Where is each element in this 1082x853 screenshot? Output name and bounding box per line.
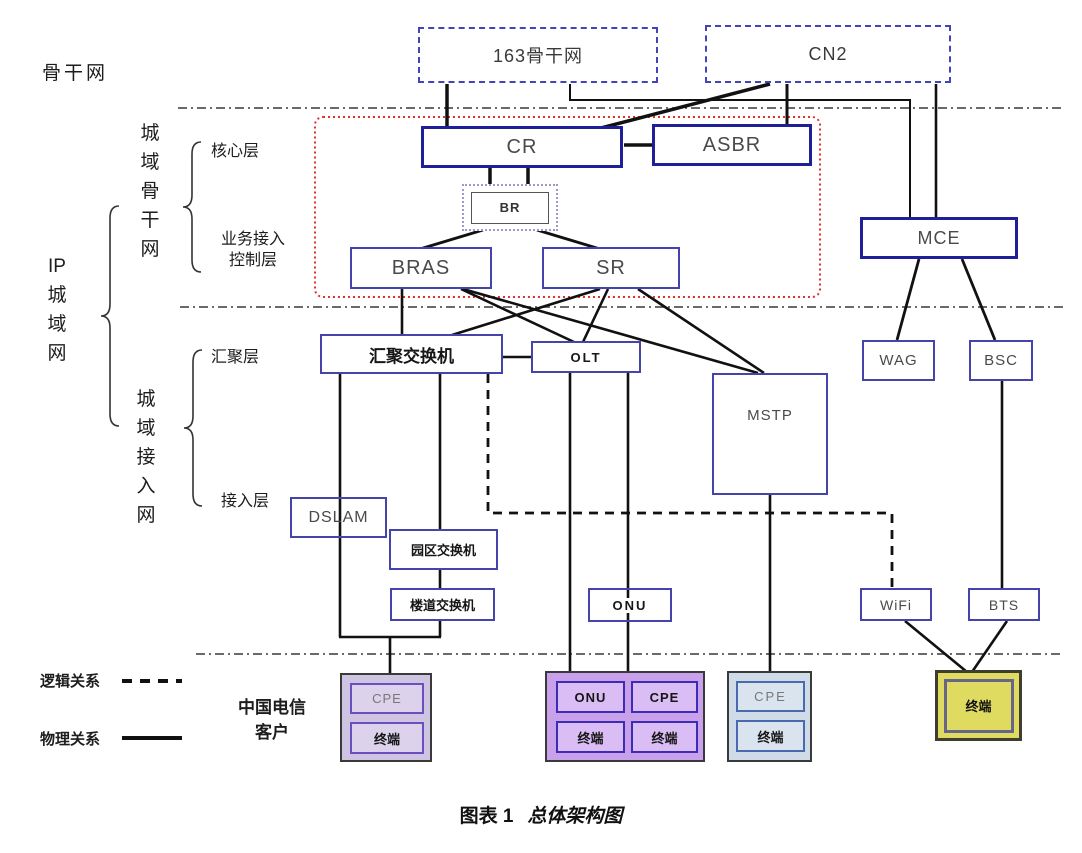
legend-line-samples (122, 679, 182, 740)
figure-caption: 图表 1 总体架构图 (0, 801, 1082, 828)
link-bras-mstp (462, 287, 759, 375)
node-olt: OLT (531, 341, 641, 373)
link-wifi-terminal (904, 619, 968, 674)
node-mce: MCE (860, 217, 1018, 259)
node-cr: CR (421, 126, 623, 168)
node-wifi: WiFi (860, 588, 932, 621)
node-cn2: CN2 (705, 25, 951, 83)
node-sr: SR (542, 247, 680, 289)
node-wag: WAG (862, 340, 935, 381)
link-bts-terminal (970, 620, 1009, 673)
group3-terminal-box: 终端 (736, 720, 805, 752)
label-aggregation-layer: 汇聚层 (211, 349, 260, 366)
brace-metro-backbone-layers (182, 141, 202, 273)
label-metro-access-net: 城 域 接 入 网 (136, 389, 156, 526)
node-asbr: ASBR (652, 124, 812, 166)
group1-terminal-box: 终端 (350, 722, 424, 754)
link-br-bras (419, 228, 484, 251)
brace-ip-man (100, 205, 120, 427)
node-dslam: DSLAM (290, 497, 387, 538)
node-onu-label: ONU (609, 597, 651, 613)
link-sr-olt (581, 288, 610, 343)
group2-terminal1-box: 终端 (556, 721, 625, 753)
figure-caption-title: 总体架构图 (527, 806, 623, 827)
legend-logical-label: 逻辑关系 (40, 673, 101, 690)
node-mstp: MSTP (712, 373, 828, 495)
node-cr-label: CR (506, 135, 538, 158)
group3-cpe-label: CPE (754, 689, 787, 704)
node-olt-label: OLT (570, 349, 602, 365)
customer-group-pon: ONU CPE 终端 终端 (545, 671, 705, 762)
node-mstp-label: MSTP (747, 407, 793, 424)
grouping-braces (100, 141, 203, 507)
label-ip-man: IP 城 域 网 (47, 256, 67, 364)
group1-terminal-label: 终端 (373, 731, 400, 747)
node-bras: BRAS (350, 247, 492, 289)
node-campus-switch-label: 园区交换机 (410, 543, 476, 558)
node-wireless-terminal-inner: 终端 (943, 678, 1014, 733)
link-agg-wifi-logical (486, 374, 894, 589)
node-bsc-label: BSC (984, 352, 1018, 369)
node-agg-switch: 汇聚交换机 (320, 334, 503, 374)
customer-group-mstp: CPE 终端 (727, 671, 812, 762)
group1-cpe-label: CPE (372, 691, 402, 706)
group2-cpe-box: CPE (631, 681, 698, 713)
customer-group-dslam: CPE 终端 (340, 673, 432, 762)
node-agg-switch-label: 汇聚交换机 (369, 346, 454, 366)
node-asbr-label: ASBR (702, 133, 762, 156)
node-corridor-switch: 楼道交换机 (390, 588, 495, 621)
label-core-layer: 核心层 (211, 143, 260, 160)
label-backbone-net: 骨干网 (42, 63, 109, 84)
node-163-backbone-label: 163骨干网 (492, 46, 584, 66)
link-sr-mstp (637, 287, 765, 375)
group2-terminal2-box: 终端 (631, 721, 698, 753)
group1-cpe-box: CPE (350, 683, 424, 714)
node-mce-label: MCE (917, 227, 961, 248)
group2-onu-box: ONU (556, 681, 625, 713)
label-metro-backbone-net: 城 域 骨 干 网 (140, 123, 160, 260)
physical-links (338, 82, 1009, 674)
link-mce-wag (895, 258, 921, 341)
legend-physical-label: 物理关系 (40, 731, 101, 748)
node-br-inner: BR (471, 191, 549, 224)
node-wifi-label: WiFi (880, 596, 912, 613)
link-mce-bsc (960, 258, 997, 341)
node-bts-label: BTS (988, 596, 1020, 613)
node-bts: BTS (968, 588, 1040, 621)
label-access-layer: 接入层 (221, 493, 270, 510)
node-br: BR (462, 184, 558, 231)
node-wag-label: WAG (879, 352, 918, 369)
node-br-label: BR (499, 200, 521, 215)
layer-separators (178, 107, 1064, 655)
node-dslam-label: DSLAM (308, 508, 369, 526)
link-br-sr (536, 228, 601, 251)
label-china-telecom-customer: 中国电信 客户 (238, 698, 306, 742)
link-163-mce (569, 84, 911, 217)
label-service-control-layer: 业务接入 控制层 (220, 231, 285, 269)
group3-terminal-label: 终端 (757, 729, 784, 745)
node-wireless-terminal-label: 终端 (965, 699, 992, 714)
group2-terminal1-label: 终端 (577, 730, 604, 746)
group3-cpe-box: CPE (736, 681, 805, 712)
link-cn2-cr (600, 82, 771, 130)
node-cn2-label: CN2 (808, 43, 848, 64)
node-bsc: BSC (969, 340, 1033, 381)
node-corridor-switch-label: 楼道交换机 (409, 598, 475, 613)
group2-terminal2-label: 终端 (651, 730, 678, 746)
node-onu: ONU (588, 588, 672, 622)
metro-backbone-red-boundary (314, 116, 821, 298)
group2-onu-label: ONU (574, 689, 607, 705)
node-wireless-terminal: 终端 (935, 670, 1022, 741)
node-sr-label: SR (596, 256, 626, 279)
node-bras-label: BRAS (391, 256, 451, 279)
node-campus-switch: 园区交换机 (389, 529, 498, 570)
figure-caption-prefix: 图表 1 (459, 806, 514, 827)
brace-metro-access-layers (183, 349, 203, 507)
group2-cpe-label: CPE (649, 689, 680, 705)
node-163-backbone: 163骨干网 (418, 27, 658, 83)
link-sr-agg (451, 287, 601, 337)
